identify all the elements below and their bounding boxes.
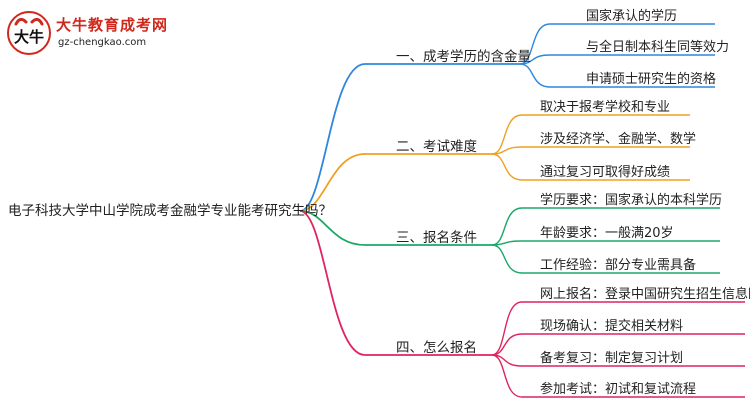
leaf-label: 学历要求：国家承认的本科学历 (540, 193, 723, 208)
leaf-label: 备考复习：制定复习计划 (540, 351, 684, 366)
leaf-connector (491, 114, 690, 155)
root-topic: 电子科技大学中山学院成考金融学专业能考研究生吗？ (8, 203, 332, 219)
leaf-label: 现场确认：提交相关材料 (540, 319, 684, 334)
leaf-connector (519, 54, 715, 65)
leaf-label: 申请硕士研究生的资格 (586, 72, 717, 87)
leaf-label: 国家承认的学历 (586, 9, 678, 24)
leaf-connector (491, 301, 745, 356)
branch-label: 二、考试难度 (396, 139, 477, 155)
leaf-label: 与全日制本科生同等效力 (586, 40, 730, 55)
leaf-label: 涉及经济学、金融学、数学 (540, 132, 697, 147)
branch-label: 一、成考学历的含金量 (396, 49, 531, 65)
leaf-connector (491, 240, 720, 246)
leaf-connector (491, 333, 745, 356)
leaf-connector (491, 354, 745, 367)
leaf-connector (491, 354, 745, 398)
leaf-connector (491, 153, 690, 181)
branch-label: 四、怎么报名 (396, 340, 477, 356)
branch-connector (299, 153, 492, 212)
leaf-label: 年龄要求：一般满20岁 (540, 226, 674, 241)
leaf-label: 网上报名：登录中国研究生招生信息网 (540, 287, 750, 302)
leaf-connector (519, 23, 715, 65)
leaf-label: 取决于报考学校和专业 (540, 100, 671, 115)
branch-connector (299, 210, 492, 246)
logo-mark-text: 大牛 (14, 28, 44, 46)
leaf-connector (491, 244, 720, 274)
branch-connector (299, 63, 520, 212)
leaf-label: 通过复习可取得好成绩 (540, 165, 671, 180)
branch-connector (299, 210, 492, 356)
connector-lines (299, 23, 745, 398)
leaf-connector (491, 207, 720, 246)
logo-name: 大牛教育成考网 (56, 16, 169, 34)
leaf-label: 工作经验：部分专业需具备 (540, 258, 697, 273)
leaf-label: 参加考试：初试和复试流程 (540, 382, 697, 397)
leaf-connector (491, 146, 690, 155)
branch-label: 三、报名条件 (396, 230, 477, 246)
logo-url: gz-chengkao.com (58, 37, 147, 48)
leaf-connector (519, 63, 715, 88)
bull-logo-icon: 大牛 (7, 11, 51, 55)
site-logo[interactable]: 大牛 大牛教育成考网 gz-chengkao.com (6, 10, 196, 58)
